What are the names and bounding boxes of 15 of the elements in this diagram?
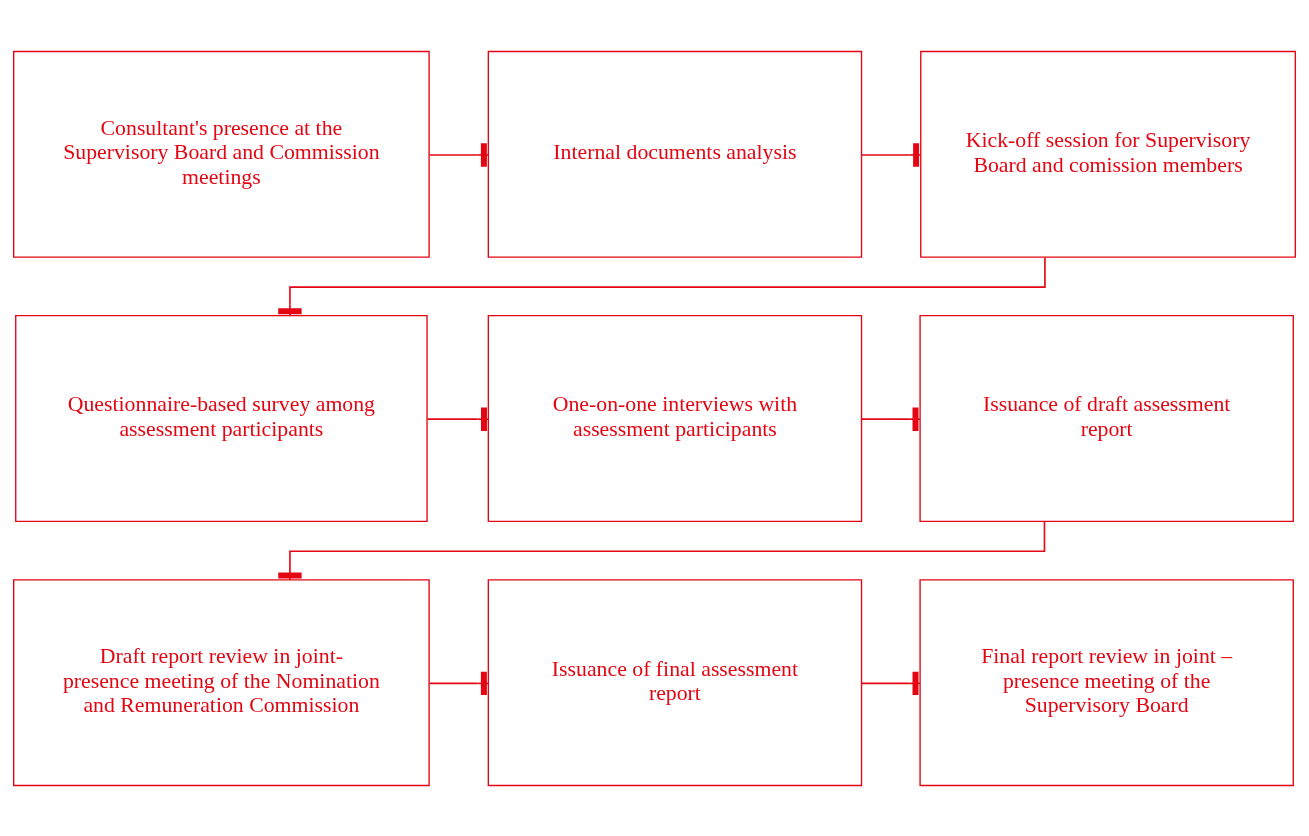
connector xyxy=(860,142,922,167)
node-box: Consultant's presence at the Supervisory Board and Commission meetings xyxy=(13,50,430,258)
connector xyxy=(278,520,1046,581)
node-box: Final report review in joint – presence meeting of the Supervisory Board xyxy=(919,578,1294,786)
connector xyxy=(426,406,490,431)
node-box: Draft report review in joint-presence meeting of the Nomination and Remuneration Commission xyxy=(13,578,430,786)
connector xyxy=(428,142,490,167)
node-box: One-on-one interviews with assessment participants xyxy=(487,314,863,522)
node-box: Kick-off session for Supervisory Board and comission members xyxy=(920,50,1296,258)
connector xyxy=(860,406,921,431)
connector xyxy=(278,256,1046,316)
node-box: Internal documents analysis xyxy=(487,50,863,258)
node-box: Issuance of draft assessment report xyxy=(919,314,1294,522)
node-box: Issuance of final assessment report xyxy=(487,578,863,786)
node-box: Questionnaire-based survey among assessment participants xyxy=(15,314,428,522)
